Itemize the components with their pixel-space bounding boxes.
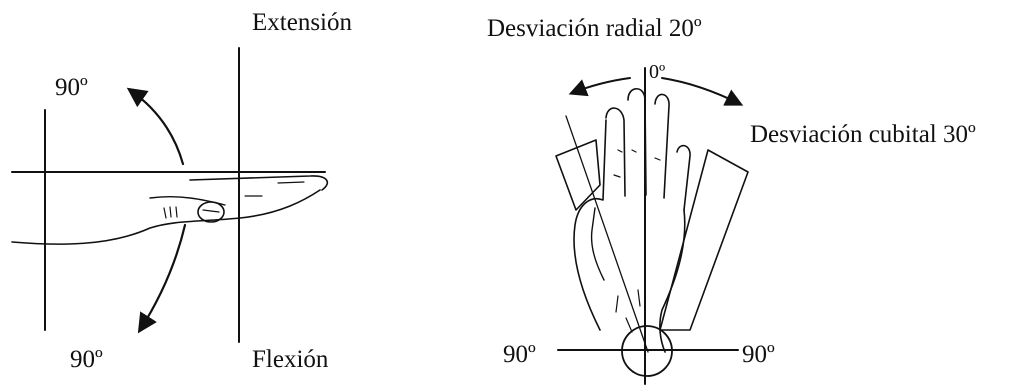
neutral-angle-label: 0º (649, 62, 665, 82)
right-angle-label: 90º (742, 342, 775, 367)
radial-deviation-label: Desviación radial 20º (487, 16, 702, 41)
dorsal-hand-drawing (574, 89, 690, 376)
extension-angle-label: 90º (55, 75, 88, 100)
radial-deviation-arrow (572, 78, 630, 93)
cubital-deviation-label: Desviación cubital 30º (750, 122, 976, 147)
flexion-angle-label: 90º (70, 347, 103, 372)
left-angle-label: 90º (503, 342, 536, 367)
cubital-guide-bar (660, 150, 748, 330)
deviation-figure (556, 68, 748, 384)
flexion-arc-arrow (140, 225, 185, 330)
lateral-hand-drawing (12, 176, 327, 244)
cubital-deviation-arrow (662, 78, 740, 104)
extension-arc-arrow (130, 90, 183, 164)
flexion-label: Flexión (252, 347, 328, 372)
extension-label: Extensión (252, 10, 352, 35)
